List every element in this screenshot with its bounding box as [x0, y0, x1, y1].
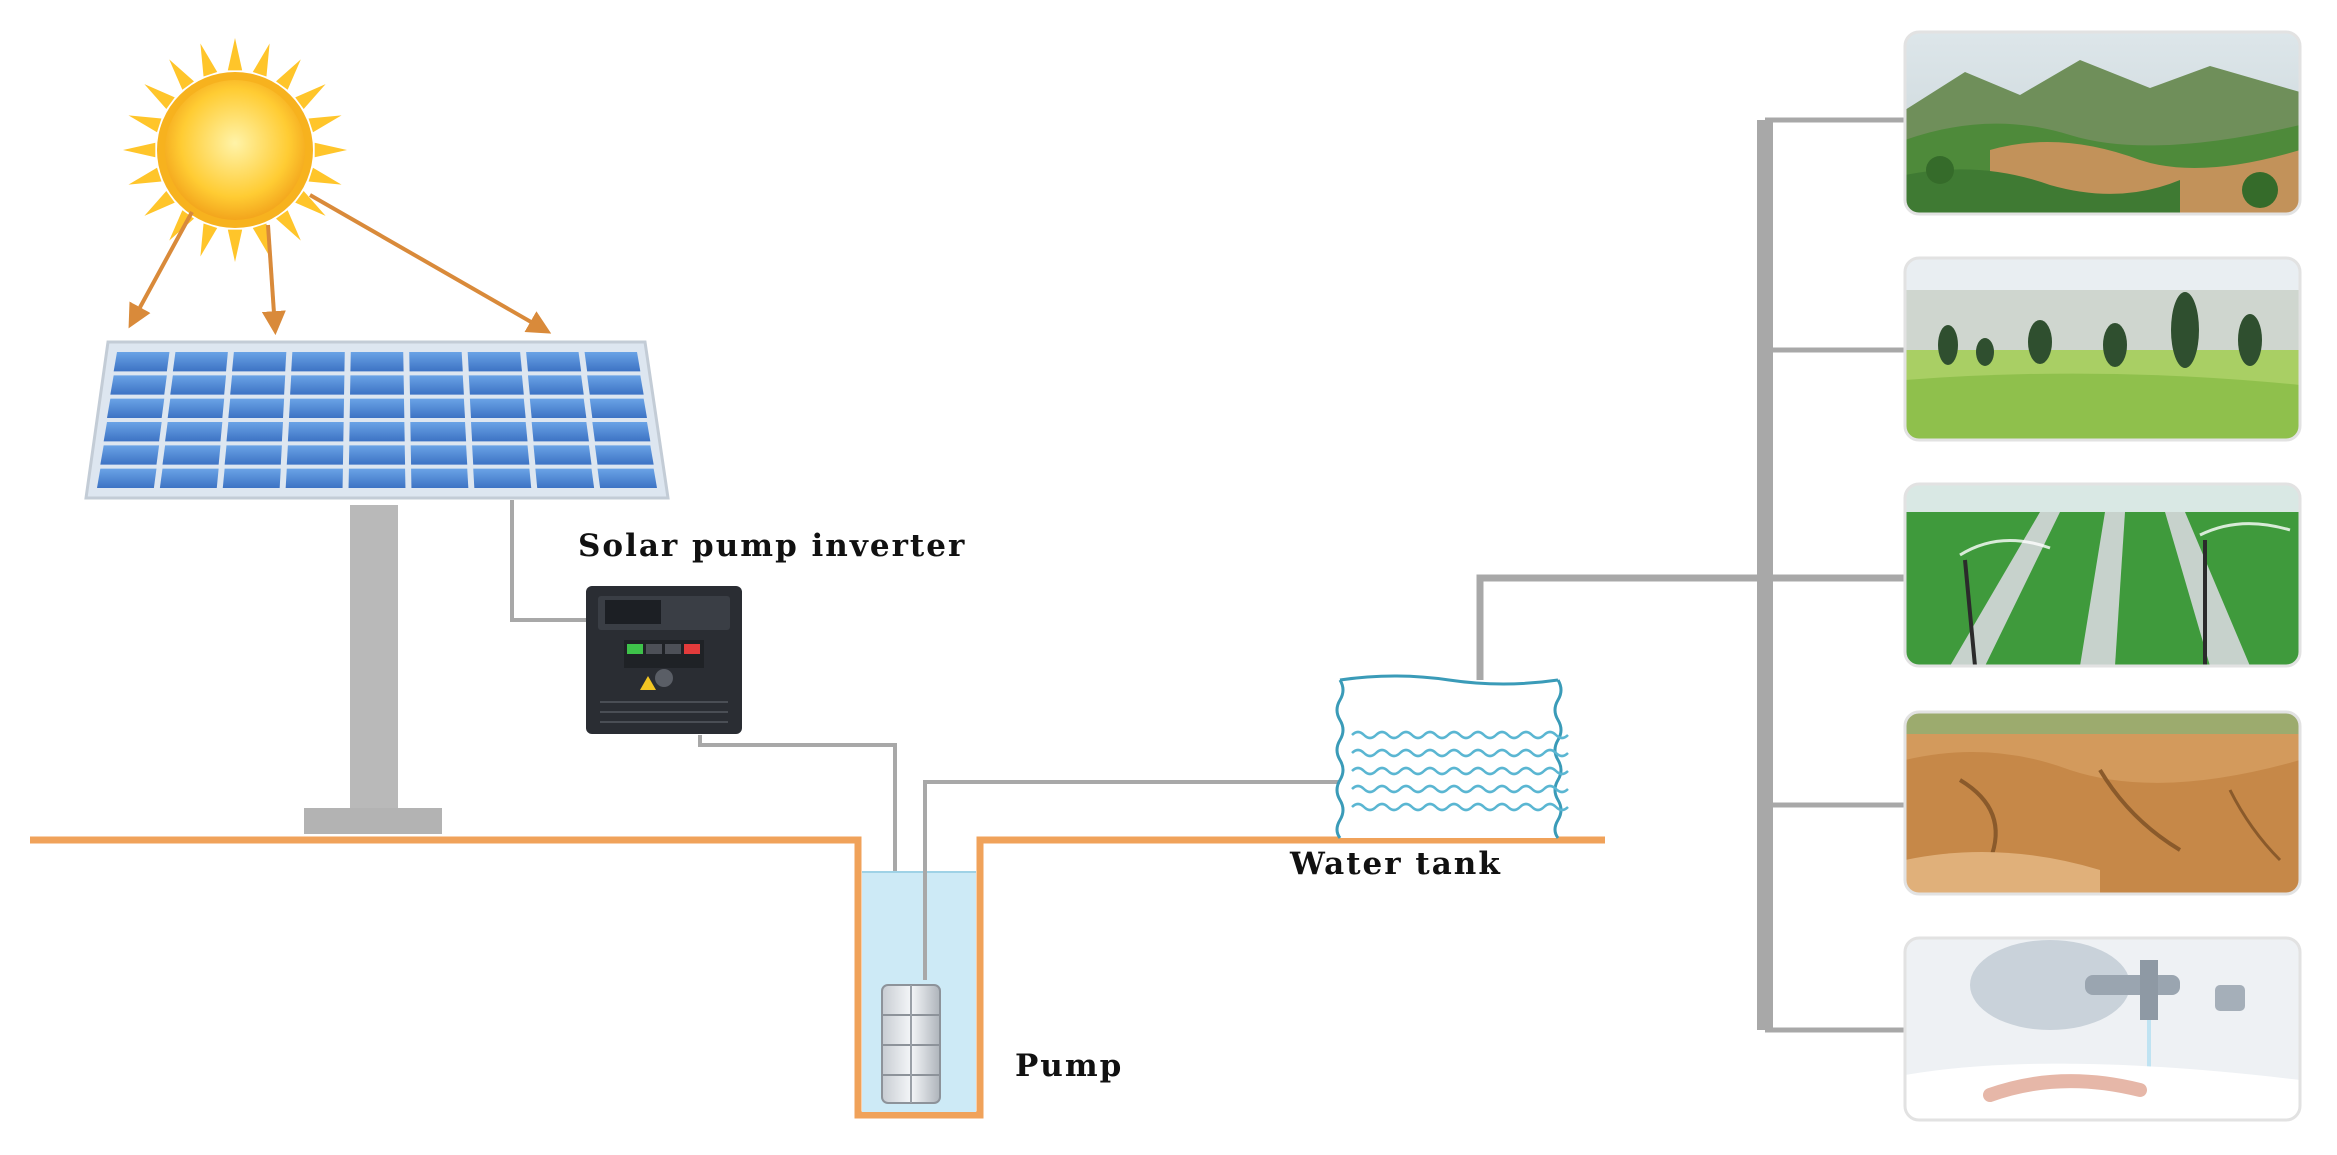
- pump-label: Pump: [1015, 1048, 1124, 1084]
- ground-line: [30, 836, 1605, 1119]
- panel-post: [304, 505, 442, 834]
- panel-to-inverter-wire: [510, 500, 590, 622]
- solar-panel-icon: [84, 340, 670, 500]
- distribution-pipes: [1476, 117, 1905, 1033]
- water-tank-label: Water tank: [1290, 846, 1502, 882]
- mountain-terrain-icon: [1905, 32, 2300, 214]
- pump-to-tank-pipe: [923, 780, 1340, 980]
- dry-soil-icon: [1905, 712, 2300, 894]
- submersible-pump-icon: [881, 984, 941, 1104]
- sun-icon: [123, 38, 347, 262]
- inverter-label: Solar pump inverter: [578, 528, 967, 564]
- sprinkler-irrigation-icon: [1905, 484, 2300, 666]
- water-tank-icon: [1335, 674, 1569, 839]
- inverter-icon: [586, 586, 742, 734]
- water-tap-icon: [1905, 938, 2300, 1120]
- inverter-to-pump-wire: [698, 735, 897, 980]
- sunlight-arrows: [128, 193, 552, 336]
- tree-plantation-icon: [1905, 258, 2300, 440]
